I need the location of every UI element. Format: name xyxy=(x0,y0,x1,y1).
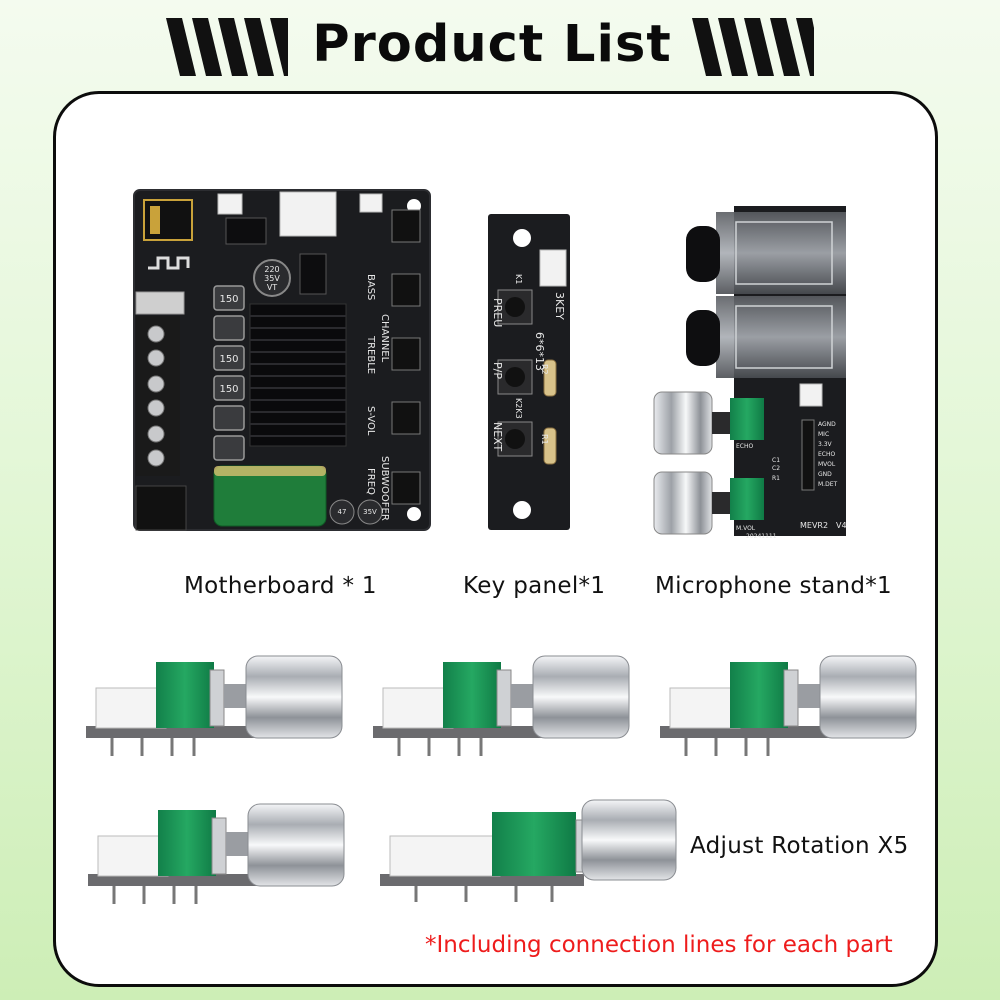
silkscreen-label: ECHO xyxy=(736,443,753,450)
rotation-pot-image xyxy=(380,799,677,902)
silkscreen-label: V4 xyxy=(836,521,847,530)
cap-label: 47 xyxy=(338,508,347,516)
header: Product List xyxy=(0,8,1000,80)
cap-label: VT xyxy=(267,283,277,292)
silkscreen-label: 3KEY xyxy=(553,292,566,320)
silkscreen-label: K2K3 xyxy=(514,398,523,419)
inductor-label: 150 xyxy=(219,354,238,365)
microphone-stand-image: AGND MIC 3.3V ECHO MVOL GND M.DET ECHO M… xyxy=(653,206,847,540)
silkscreen-label: P/P xyxy=(491,362,504,379)
rotation-pot-image xyxy=(660,655,917,756)
page-title: Product List xyxy=(312,15,672,74)
pin-label: MIC xyxy=(818,431,829,438)
silkscreen-label: R2 xyxy=(540,364,549,375)
silkscreen-label: M.VOL xyxy=(736,525,756,532)
pin-label: ECHO xyxy=(818,451,835,458)
key-panel-caption: Key panel*1 xyxy=(463,573,606,599)
silkscreen-label: BASS xyxy=(365,274,376,300)
silkscreen-label: C2 xyxy=(772,465,780,472)
silkscreen-label: CHANNEL xyxy=(379,314,390,363)
silkscreen-label: R1 xyxy=(772,475,780,482)
silkscreen-label: 6*6*13 xyxy=(533,332,546,371)
cap-label: 220 xyxy=(264,265,279,274)
silkscreen-label: 20241111 xyxy=(746,533,777,540)
pin-label: GND xyxy=(818,471,832,478)
cap-label: 35V xyxy=(363,508,377,516)
pin-label: MVOL xyxy=(818,461,836,468)
slanted-stripes-icon xyxy=(166,18,288,76)
silkscreen-label: C1 xyxy=(772,457,780,464)
microphone-stand-caption: Microphone stand*1 xyxy=(655,573,892,599)
pin-label: M.DET xyxy=(818,481,837,488)
rotation-pot-image xyxy=(88,803,345,904)
inductor-label: 150 xyxy=(219,294,238,305)
pin-label: 3.3V xyxy=(818,441,833,448)
slanted-stripes-icon xyxy=(692,18,814,76)
connection-lines-note: *Including connection lines for each par… xyxy=(425,932,893,958)
motherboard-caption: Motherboard * 1 xyxy=(184,573,377,599)
rotation-pot-image xyxy=(86,655,343,756)
adjust-rotation-caption: Adjust Rotation X5 xyxy=(690,833,909,859)
silkscreen-label: FREQ xyxy=(365,468,376,495)
silkscreen-label: NEXT xyxy=(491,422,504,452)
rotation-pot-image xyxy=(373,655,630,756)
motherboard-image: 220 35V VT 150 150 150 47 35V xyxy=(133,189,431,531)
silkscreen-label: S-VOL xyxy=(365,406,376,436)
pin-label: AGND xyxy=(818,421,836,428)
key-panel-image: PREU P/P NEXT 3KEY 6*6*13 K1 K2K3 R2 R1 xyxy=(488,214,570,530)
silkscreen-label: K1 xyxy=(514,274,523,284)
silkscreen-label: R1 xyxy=(540,434,549,445)
silkscreen-label: MEVR2 xyxy=(800,521,828,530)
silkscreen-label: PREU xyxy=(491,298,504,327)
cap-label: 35V xyxy=(264,274,280,283)
silkscreen-label: TREBLE xyxy=(365,335,376,374)
inductor-label: 150 xyxy=(219,384,238,395)
silkscreen-label: SUBWOOFER xyxy=(379,456,390,521)
